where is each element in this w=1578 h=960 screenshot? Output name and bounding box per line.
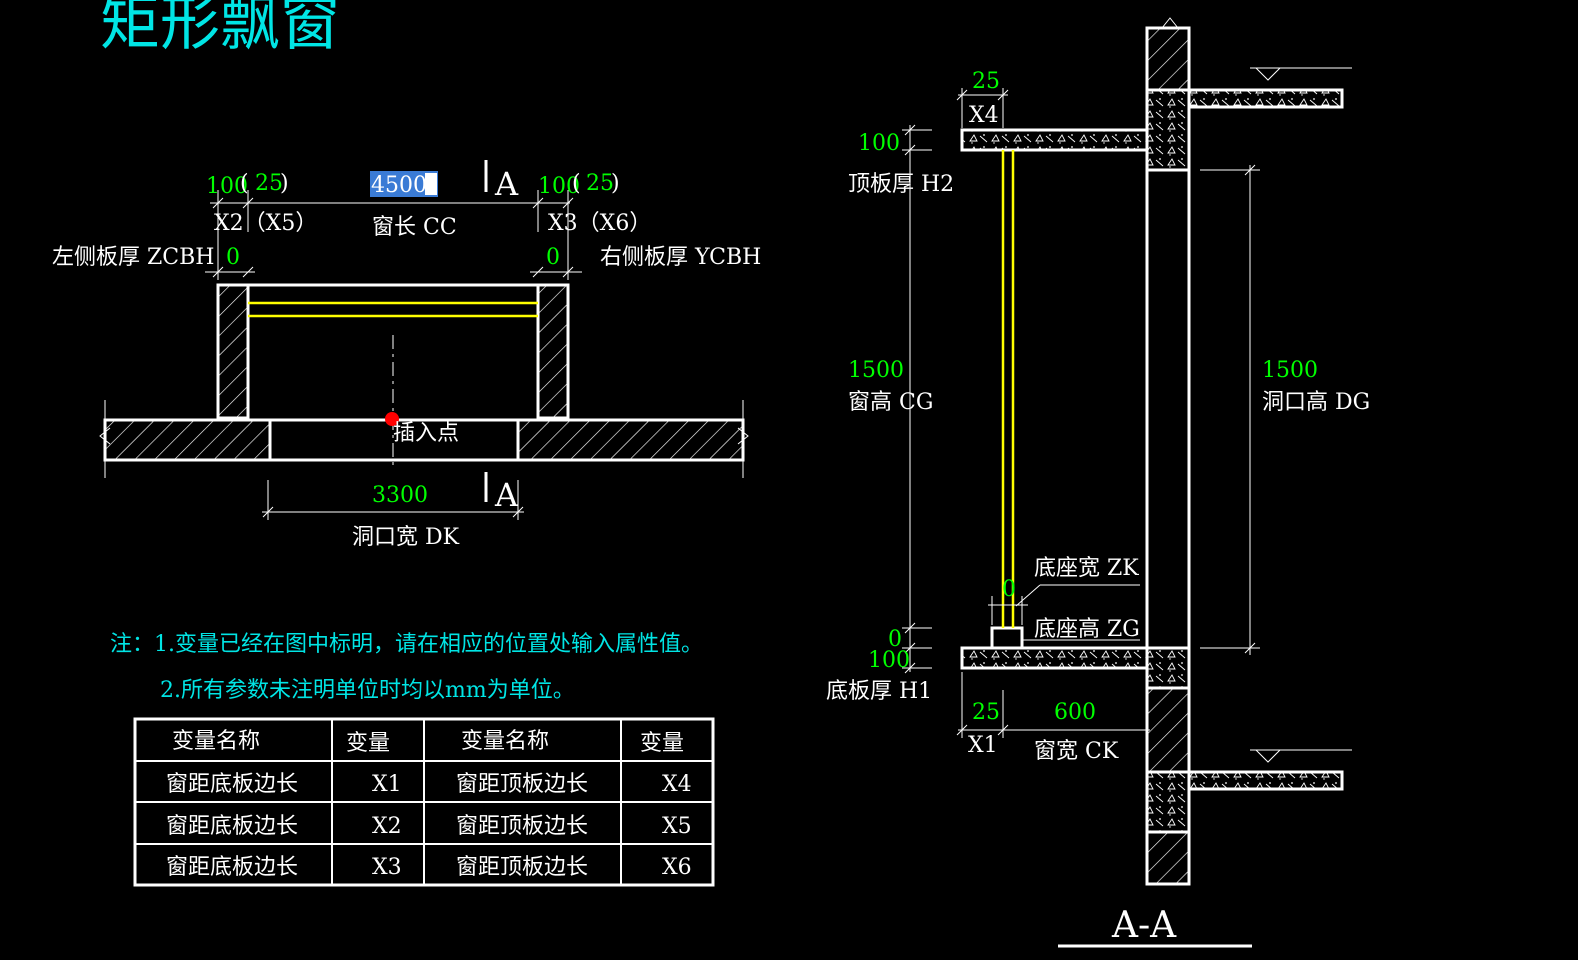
- insert-point-label: 插入点: [393, 421, 459, 446]
- bottom-board: [960, 646, 1149, 670]
- bottom-thickness-value: 100: [868, 648, 910, 673]
- bottom-thickness-label: 底板厚 H1: [826, 679, 932, 704]
- section-view[interactable]: 25 X4 100 顶板厚 H2 1500 窗高 CG 1500 洞口高 DG …: [826, 17, 1370, 948]
- base-width-label: 底座宽 ZK: [1034, 556, 1139, 581]
- opening-width-value: 3300: [372, 483, 428, 508]
- table-cell: X2: [372, 814, 402, 839]
- table-header-name-2: 变量名称: [461, 729, 549, 754]
- dim-right-x6-value: 25: [586, 171, 614, 196]
- opening-height-label: 洞口高 DG: [1262, 390, 1370, 415]
- top-thickness-label: 顶板厚 H2: [848, 172, 954, 197]
- dim-right-x3-value: 100: [538, 174, 580, 199]
- x1-label: X1: [968, 733, 998, 758]
- right-thickness-value: 0: [546, 245, 560, 270]
- table-header-var-2: 变量: [640, 731, 684, 756]
- plan-side-thickness-dims: [205, 266, 582, 278]
- section-mark-top: A: [494, 165, 519, 203]
- base-height-value: 0: [888, 627, 902, 652]
- base-width-value: 0: [1002, 577, 1016, 602]
- base-height-label: 底座高 ZG: [1034, 617, 1140, 642]
- window-base: [990, 626, 1024, 650]
- right-side-panel: [536, 283, 570, 420]
- dim-left-label: X2（X5）: [214, 211, 317, 236]
- table-cell: 窗距底板边长: [166, 814, 298, 839]
- x1-value: 25: [972, 700, 1000, 725]
- opening-width-dimension: [262, 480, 524, 520]
- window-height-value: 1500: [848, 358, 904, 383]
- dim-length-label: 窗长 CC: [372, 215, 457, 240]
- table-cell: X3: [372, 855, 402, 880]
- dim-left-paren-open: (: [240, 171, 249, 196]
- right-thickness-label: 右侧板厚 YCBH: [600, 245, 761, 270]
- opening-width-label: 洞口宽 DK: [352, 525, 460, 550]
- x4-label: X4: [969, 103, 999, 128]
- dim-right-paren-close: ): [611, 171, 620, 196]
- plan-length-dimension: [210, 190, 574, 280]
- x4-value: 25: [972, 69, 1000, 94]
- window-width-value: 600: [1054, 700, 1096, 725]
- left-side-panel: [216, 283, 250, 420]
- dim-left-paren-close: ): [280, 171, 289, 196]
- insert-point-marker[interactable]: [385, 412, 399, 426]
- section-dimensions: [902, 88, 1260, 738]
- window-height-label: 窗高 CG: [848, 390, 933, 415]
- table-cell: 窗距底板边长: [166, 855, 298, 880]
- plan-wall: [99, 400, 749, 478]
- section-mark-bottom: A: [494, 476, 519, 514]
- left-thickness-value: 0: [226, 245, 240, 270]
- table-cell: X5: [662, 814, 692, 839]
- dim-left-x2-value: 100: [206, 174, 248, 199]
- note-line-2: 2.所有参数未注明单位时均以mm为单位。: [160, 678, 575, 703]
- plan-view[interactable]: 100 ( 25 ) X2（X5） 4500 窗长 CC 100 ( 25 ) …: [52, 160, 761, 550]
- drawing-title: 矩形飘窗: [100, 0, 340, 59]
- top-thickness-value: 100: [858, 131, 900, 156]
- top-board: [960, 128, 1149, 152]
- section-floor-slabs: [1187, 67, 1352, 791]
- table-cell: 窗距顶板边长: [456, 855, 588, 880]
- table-cell: 窗距顶板边长: [456, 814, 588, 839]
- section-wall: [1145, 17, 1191, 886]
- table-header-name-1: 变量名称: [172, 729, 260, 754]
- left-thickness-label: 左侧板厚 ZCBH: [52, 245, 214, 270]
- note-line-1: 注：1.变量已经在图中标明，请在相应的位置处输入属性值。: [110, 632, 703, 657]
- section-title: A-A: [1111, 905, 1177, 946]
- table-cell: 窗距顶板边长: [456, 772, 588, 797]
- dim-right-label: X3（X6）: [548, 211, 651, 236]
- table-cell: X4: [662, 772, 692, 797]
- variable-table: 变量名称 变量 变量名称 变量 窗距底板边长 X1 窗距顶板边长 X4 窗距底板…: [133, 717, 715, 887]
- dim-right-paren-open: (: [572, 171, 581, 196]
- table-cell: X1: [372, 772, 402, 797]
- table-header-var-1: 变量: [346, 731, 390, 756]
- text-cursor: [425, 173, 437, 195]
- opening-height-value: 1500: [1262, 358, 1318, 383]
- table-cell: 窗距底板边长: [166, 772, 298, 797]
- window-width-label: 窗宽 CK: [1034, 739, 1119, 764]
- table-cell: X6: [662, 855, 692, 880]
- dim-left-x5-value: 25: [255, 171, 283, 196]
- dim-length-value[interactable]: 4500: [371, 173, 427, 198]
- bay-window-plan[interactable]: [216, 283, 570, 470]
